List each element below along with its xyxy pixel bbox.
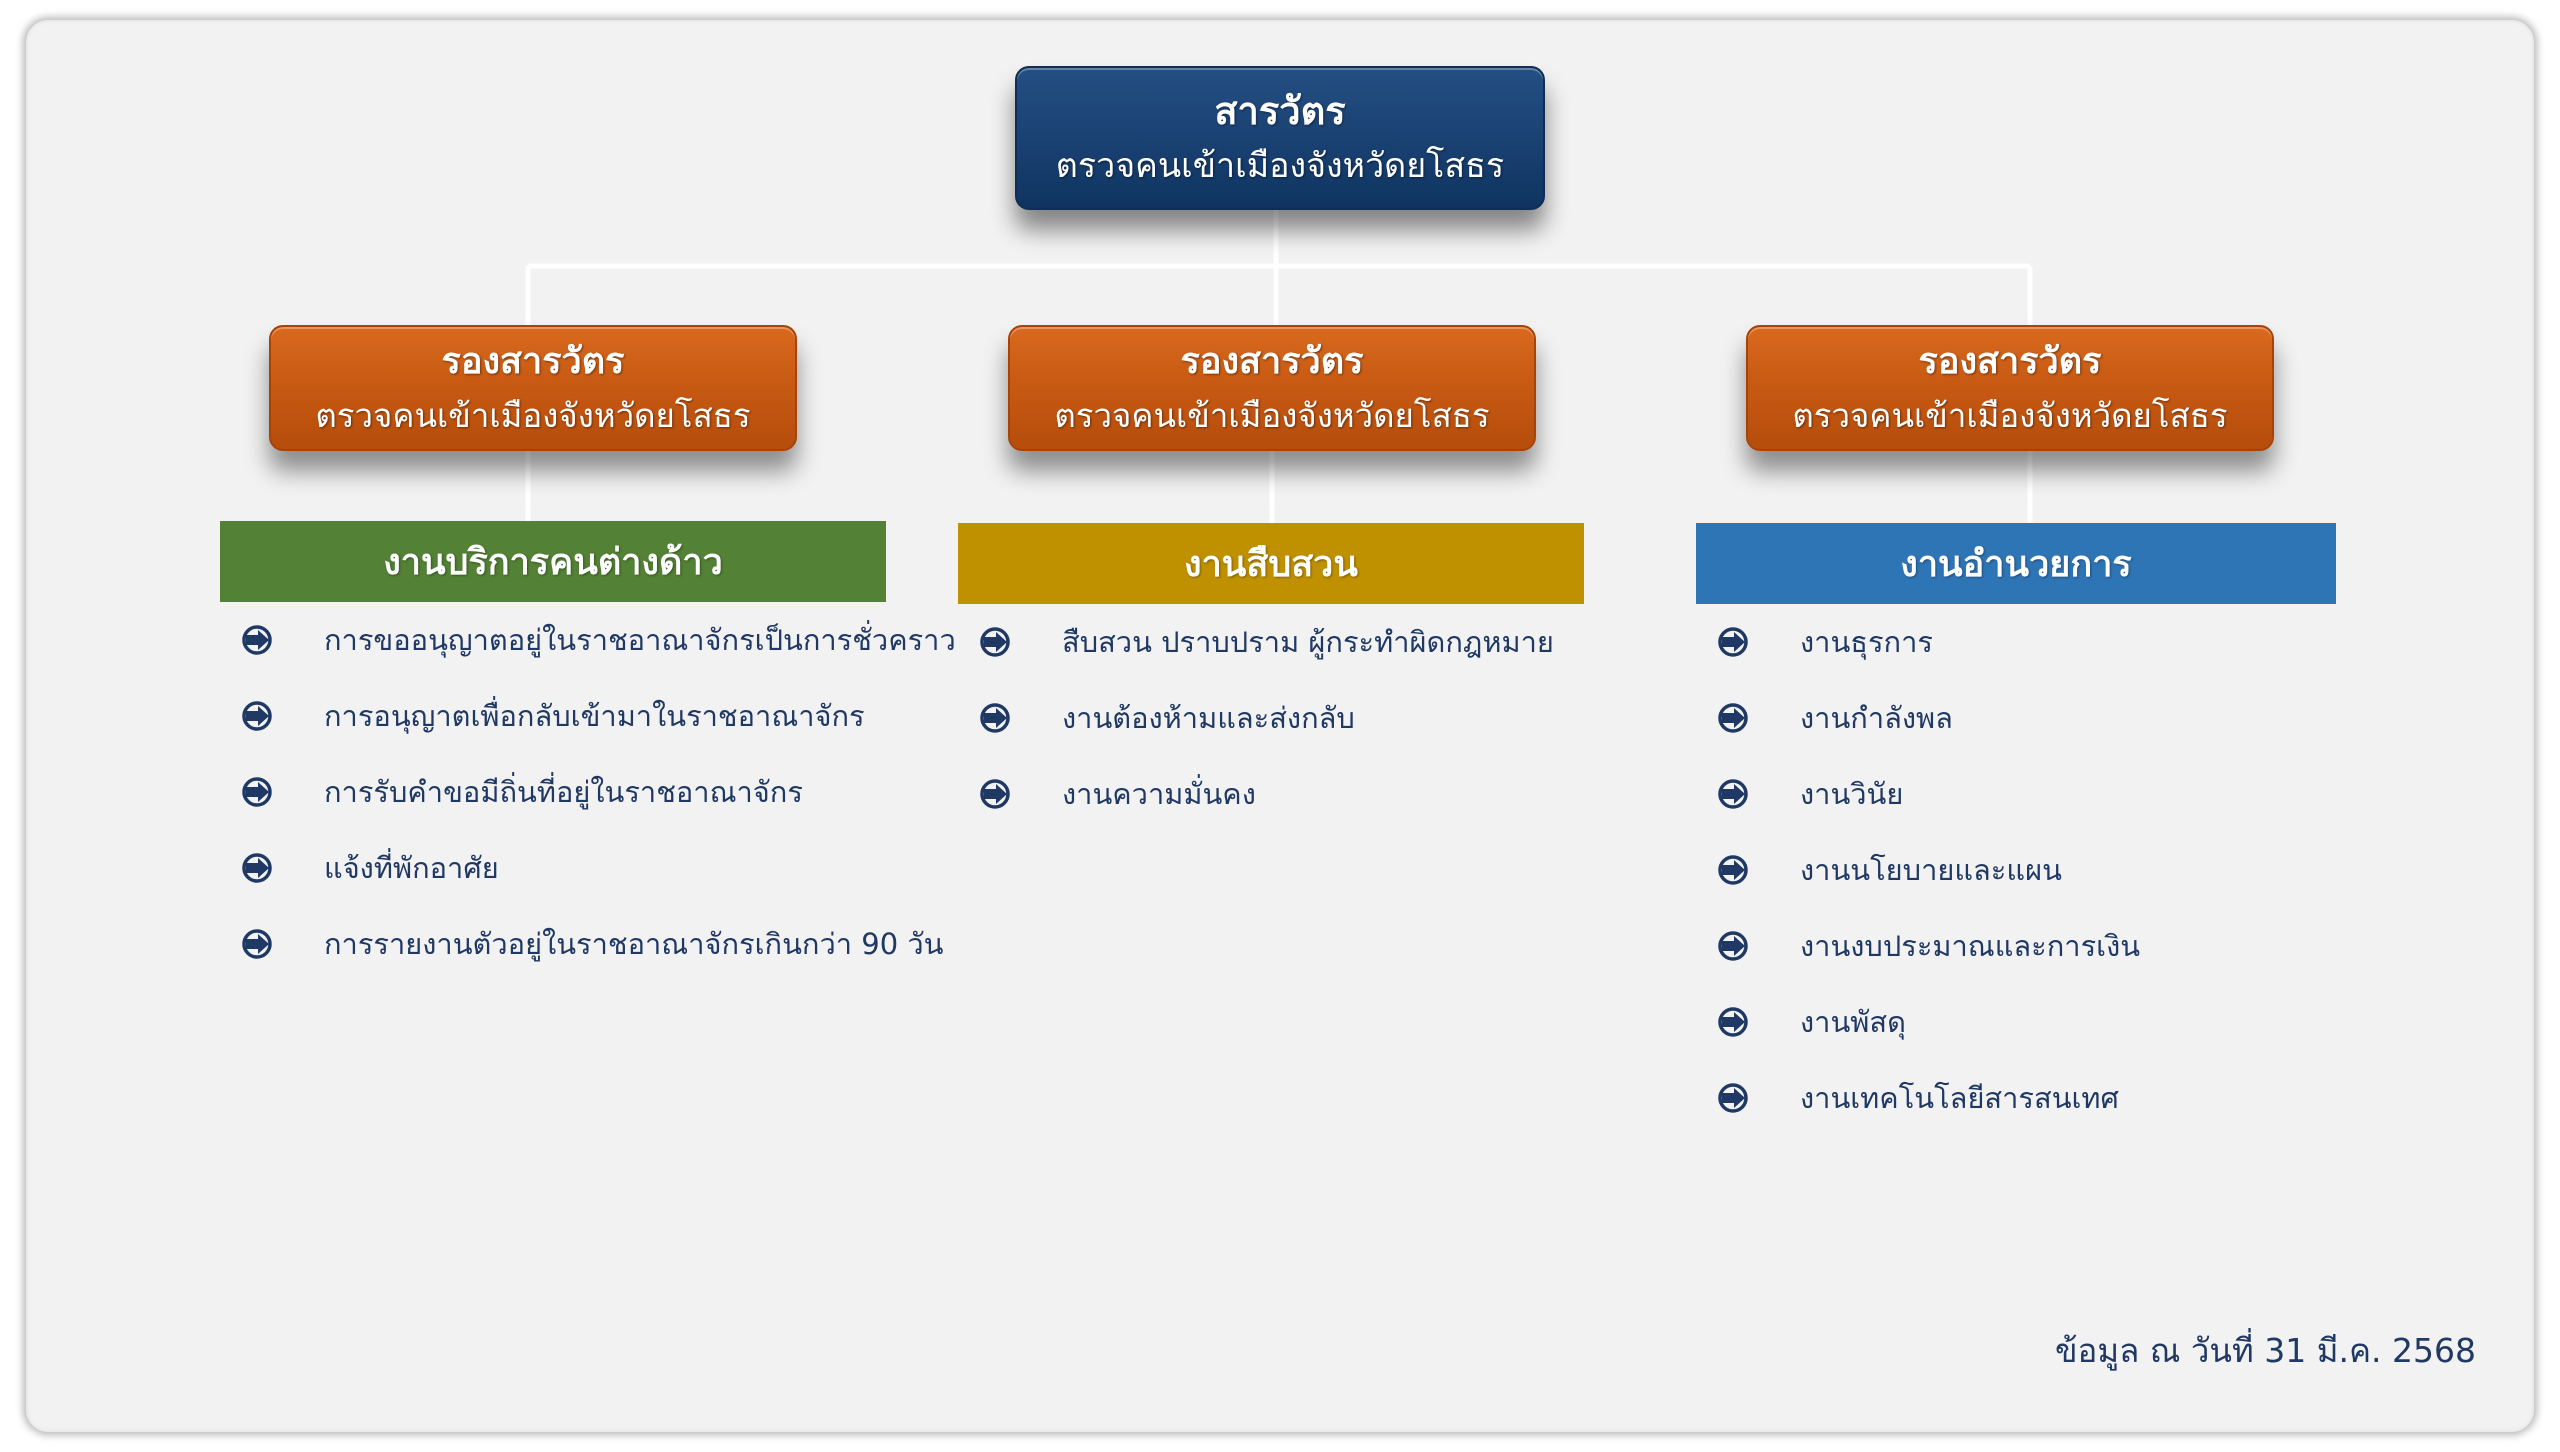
dept-list-investigation: สืบสวน ปราบปราม ผู้กระทำผิดกฎหมายงานต้อง…	[960, 604, 1554, 832]
list-item: การอนุญาตเพื่อกลับเข้ามาในราชอาณาจักร	[222, 678, 956, 754]
list-item-label: งานวินัย	[1800, 777, 1904, 811]
list-item-label: งานต้องห้ามและส่งกลับ	[1062, 701, 1355, 735]
list-item-label: สืบสวน ปราบปราม ผู้กระทำผิดกฎหมาย	[1062, 625, 1554, 659]
deputy-subtitle: ตรวจคนเข้าเมืองจังหวัดยโสธร	[1054, 395, 1490, 435]
circled-right-arrow-icon	[242, 701, 272, 731]
list-item: การรับคำขอมีถิ่นที่อยู่ในราชอาณาจักร	[222, 754, 956, 830]
list-item: งานความมั่นคง	[960, 756, 1554, 832]
circled-right-arrow-icon	[1718, 779, 1748, 809]
list-item: งานกำลังพล	[1698, 680, 2140, 756]
list-item-label: งานธุรการ	[1800, 625, 1933, 659]
list-item: งานเทคโนโลยีสารสนเทศ	[1698, 1060, 2140, 1136]
deputy-title: รองสารวัตร	[1918, 340, 2102, 382]
circled-right-arrow-icon	[242, 777, 272, 807]
circled-right-arrow-icon	[242, 929, 272, 959]
list-item-label: แจ้งที่พักอาศัย	[324, 851, 499, 885]
list-item-label: งานกำลังพล	[1800, 701, 1953, 735]
circled-right-arrow-icon	[980, 779, 1010, 809]
dept-header-administration: งานอำนวยการ	[1696, 523, 2336, 604]
deputy-subtitle: ตรวจคนเข้าเมืองจังหวัดยโสธร	[315, 395, 751, 435]
dept-header-investigation: งานสืบสวน	[958, 523, 1584, 604]
list-item-label: การรับคำขอมีถิ่นที่อยู่ในราชอาณาจักร	[324, 775, 803, 809]
data-as-of-note: ข้อมูล ณ วันที่ 31 มี.ค. 2568	[2054, 1331, 2476, 1370]
circled-right-arrow-icon	[1718, 703, 1748, 733]
list-item: สืบสวน ปราบปราม ผู้กระทำผิดกฎหมาย	[960, 604, 1554, 680]
deputy-subtitle: ตรวจคนเข้าเมืองจังหวัดยโสธร	[1792, 395, 2228, 435]
circled-right-arrow-icon	[242, 625, 272, 655]
circled-right-arrow-icon	[1718, 1083, 1748, 1113]
circled-right-arrow-icon	[1718, 627, 1748, 657]
circled-right-arrow-icon	[242, 853, 272, 883]
deputy-box-1: รองสารวัตร ตรวจคนเข้าเมืองจังหวัดยโสธร	[269, 325, 797, 451]
list-item-label: งานเทคโนโลยีสารสนเทศ	[1800, 1081, 2119, 1115]
dept-list-foreign-service: การขออนุญาตอยู่ในราชอาณาจักรเป็นการชั่วค…	[222, 602, 956, 982]
director-box: สารวัตร ตรวจคนเข้าเมืองจังหวัดยโสธร	[1015, 66, 1545, 210]
circled-right-arrow-icon	[980, 703, 1010, 733]
list-item: งานต้องห้ามและส่งกลับ	[960, 680, 1554, 756]
list-item-label: งานนโยบายและแผน	[1800, 853, 2062, 887]
list-item: งานธุรการ	[1698, 604, 2140, 680]
list-item-label: งานงบประมาณและการเงิน	[1800, 929, 2141, 963]
deputy-title: รองสารวัตร	[441, 340, 625, 382]
list-item: งานวินัย	[1698, 756, 2140, 832]
deputy-box-3: รองสารวัตร ตรวจคนเข้าเมืองจังหวัดยโสธร	[1746, 325, 2274, 451]
list-item: งานงบประมาณและการเงิน	[1698, 908, 2140, 984]
list-item: การรายงานตัวอยู่ในราชอาณาจักรเกินกว่า 90…	[222, 906, 956, 982]
list-item: งานนโยบายและแผน	[1698, 832, 2140, 908]
list-item: การขออนุญาตอยู่ในราชอาณาจักรเป็นการชั่วค…	[222, 602, 956, 678]
circled-right-arrow-icon	[1718, 931, 1748, 961]
list-item-label: การขออนุญาตอยู่ในราชอาณาจักรเป็นการชั่วค…	[324, 623, 956, 657]
list-item: งานพัสดุ	[1698, 984, 2140, 1060]
director-subtitle: ตรวจคนเข้าเมืองจังหวัดยโสธร	[1055, 145, 1505, 186]
circled-right-arrow-icon	[1718, 1007, 1748, 1037]
list-item: แจ้งที่พักอาศัย	[222, 830, 956, 906]
deputy-box-2: รองสารวัตร ตรวจคนเข้าเมืองจังหวัดยโสธร	[1008, 325, 1536, 451]
deputy-title: รองสารวัตร	[1180, 340, 1364, 382]
director-title: สารวัตร	[1214, 88, 1346, 133]
list-item-label: งานพัสดุ	[1800, 1005, 1906, 1039]
circled-right-arrow-icon	[980, 627, 1010, 657]
list-item-label: การอนุญาตเพื่อกลับเข้ามาในราชอาณาจักร	[324, 699, 865, 733]
slide-frame	[26, 20, 2534, 1432]
dept-header-foreign-service: งานบริการคนต่างด้าว	[220, 521, 886, 602]
list-item-label: การรายงานตัวอยู่ในราชอาณาจักรเกินกว่า 90…	[324, 927, 944, 961]
circled-right-arrow-icon	[1718, 855, 1748, 885]
dept-list-administration: งานธุรการงานกำลังพลงานวินัยงานนโยบายและแ…	[1698, 604, 2140, 1136]
list-item-label: งานความมั่นคง	[1062, 777, 1256, 811]
